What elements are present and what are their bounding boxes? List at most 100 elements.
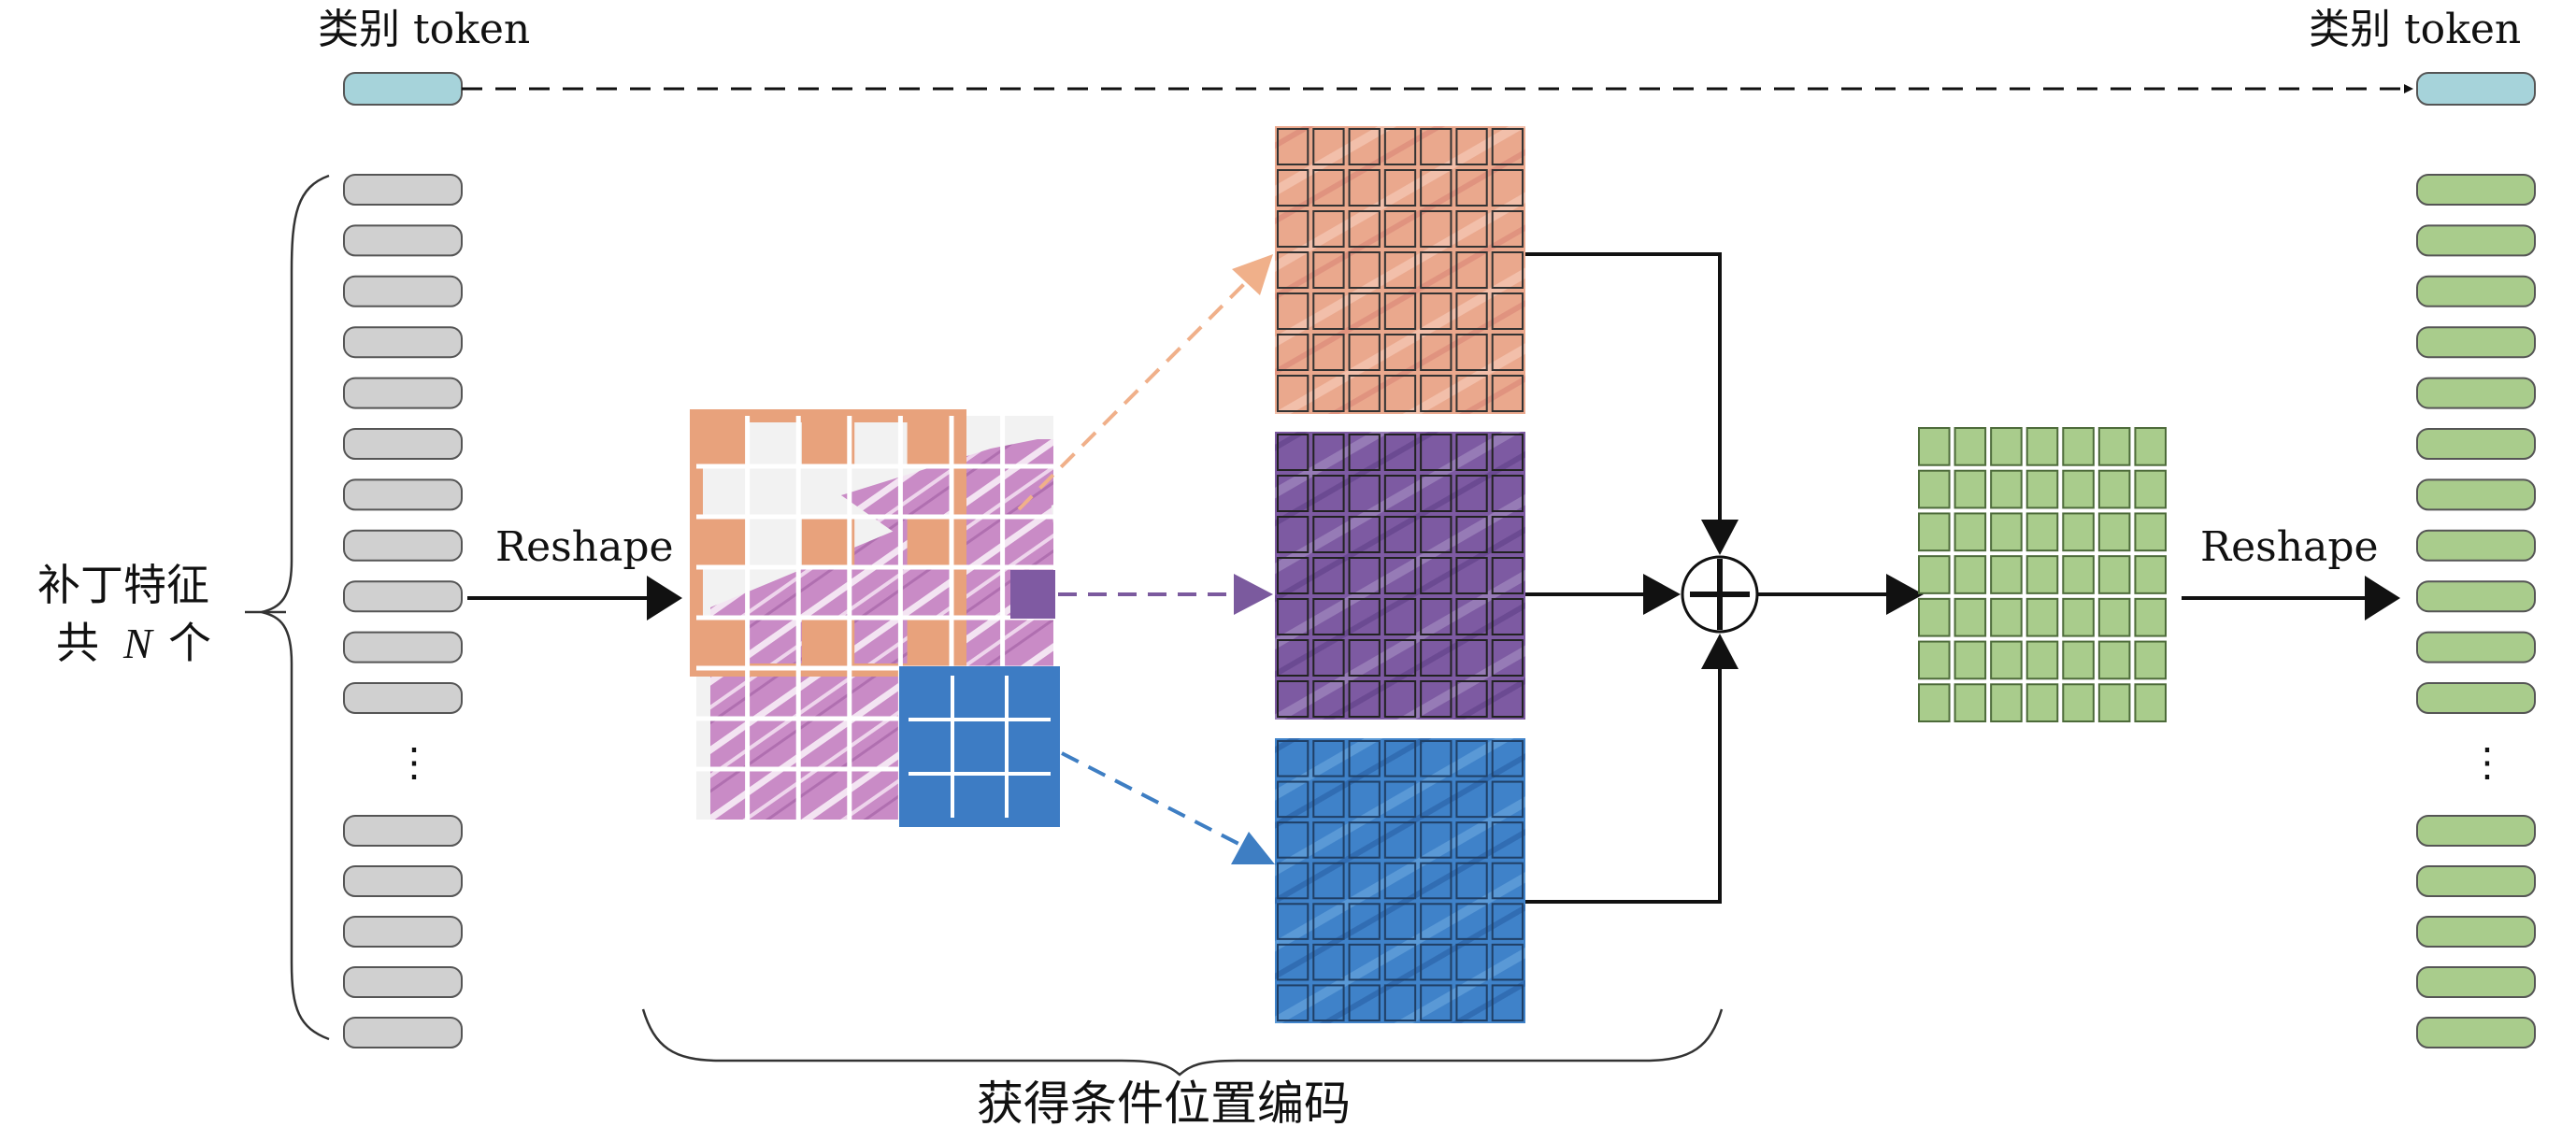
- grid-cell: [2097, 683, 2131, 722]
- token: [343, 529, 463, 562]
- token: [343, 580, 463, 613]
- grid-cell: [1491, 475, 1524, 512]
- grid-cell: [2025, 555, 2059, 594]
- grid-cell: [1455, 475, 1488, 512]
- blue-arrow-head: [1231, 832, 1275, 864]
- grid-cell: [2062, 555, 2095, 594]
- grid-cell: [1383, 862, 1417, 900]
- svg-text:N: N: [122, 620, 154, 667]
- token: [343, 326, 463, 359]
- grid-cell: [1312, 557, 1345, 594]
- class-token-label-right: 类别 token: [2309, 6, 2521, 53]
- grid-cell: [1277, 375, 1309, 412]
- svg-text:个: 个: [168, 618, 211, 668]
- cpe-brace: [641, 1008, 1724, 1077]
- grid-cell: [2134, 640, 2167, 680]
- grid-cell: [1383, 128, 1417, 165]
- grid-cell: [1348, 984, 1381, 1022]
- grid-cell: [1383, 943, 1417, 981]
- grid-cell: [1277, 210, 1309, 248]
- grid-cell: [1455, 639, 1488, 677]
- grid-cell: [1348, 210, 1381, 248]
- grid-cell: [1918, 683, 1951, 722]
- grid-cell: [2097, 469, 2131, 509]
- grid-cell: [1312, 943, 1345, 981]
- grid-cell: [1420, 557, 1453, 594]
- grid-cell: [1420, 375, 1453, 412]
- grid-cell: [1420, 516, 1453, 553]
- token: [343, 916, 463, 948]
- token: [343, 1017, 463, 1048]
- grid-cell: [2134, 469, 2167, 509]
- grid-cell: [1420, 598, 1453, 635]
- grid-cell: [1312, 434, 1345, 471]
- grid-cell: [1348, 903, 1381, 940]
- token: [2416, 224, 2536, 257]
- token: [2416, 377, 2536, 409]
- grid-cell: [1491, 680, 1524, 718]
- grid-cell: [1990, 469, 2023, 509]
- token: [2416, 529, 2536, 562]
- grid-cell: [1312, 516, 1345, 553]
- token: [2416, 580, 2536, 613]
- grid-cell: [1455, 862, 1488, 900]
- grid-cell: [1383, 740, 1417, 777]
- grid-cell: [1277, 780, 1309, 819]
- grid-cell: [1312, 862, 1345, 900]
- grid-cell: [1312, 984, 1345, 1022]
- token: [343, 224, 463, 257]
- grid-cell: [1277, 821, 1309, 859]
- grid-cell: [1990, 427, 2023, 466]
- grid-cell: [1455, 680, 1488, 718]
- grid-cell: [1455, 251, 1488, 289]
- grid-cell: [1420, 292, 1453, 330]
- grid-cell: [1491, 334, 1524, 371]
- grid-cell: [1383, 210, 1417, 248]
- grid-cell: [1420, 210, 1453, 248]
- patch-token-column: [343, 174, 463, 1048]
- grid-cell: [1491, 821, 1524, 859]
- token: [343, 478, 463, 511]
- grid-cell: [1383, 639, 1417, 677]
- right-ellipsis: ⋮: [2468, 739, 2507, 785]
- grid-cell: [1383, 821, 1417, 859]
- grid-cell: [1348, 128, 1381, 165]
- grid-cell: [1277, 943, 1309, 981]
- token: [343, 865, 463, 897]
- grid-cell: [2062, 469, 2095, 509]
- grid-cell: [1277, 557, 1309, 594]
- grid-cell: [1420, 251, 1453, 289]
- grid-cell: [1383, 475, 1417, 512]
- grid-cell: [1990, 683, 2023, 722]
- grid-cell: [1455, 943, 1488, 981]
- grid-cell: [1383, 251, 1417, 289]
- token: [343, 275, 463, 307]
- grid-cell: [1491, 169, 1524, 207]
- grid-cell: [1990, 555, 2023, 594]
- feature-grid-blue: [1275, 738, 1525, 1023]
- grid-cell: [1312, 903, 1345, 940]
- grid-cell: [1455, 903, 1488, 940]
- grid-cell: [1383, 780, 1417, 819]
- feature-grid-purple: [1275, 432, 1525, 720]
- plus-circle-icon: [1681, 555, 1759, 634]
- grid-cell: [1420, 169, 1453, 207]
- class-token-input: [343, 72, 463, 106]
- patch-features-label-line2: 共 N 个: [56, 618, 211, 668]
- grid-cell: [1348, 557, 1381, 594]
- grid-cell: [1455, 984, 1488, 1022]
- grid-cell: [1420, 862, 1453, 900]
- grid-cell: [1348, 862, 1381, 900]
- grid-cell: [2134, 555, 2167, 594]
- token: [343, 174, 463, 206]
- grid-cell: [2062, 640, 2095, 680]
- grid-cell: [1312, 128, 1345, 165]
- grid-cell: [1420, 821, 1453, 859]
- reshape-label-left: Reshape: [495, 523, 674, 571]
- grid-cell: [1455, 780, 1488, 819]
- grid-cell: [2097, 555, 2131, 594]
- purple-to-sum-head: [1643, 574, 1681, 615]
- token: [343, 966, 463, 998]
- grid-cell: [2097, 427, 2131, 466]
- sum-to-grid-head: [1886, 574, 1924, 615]
